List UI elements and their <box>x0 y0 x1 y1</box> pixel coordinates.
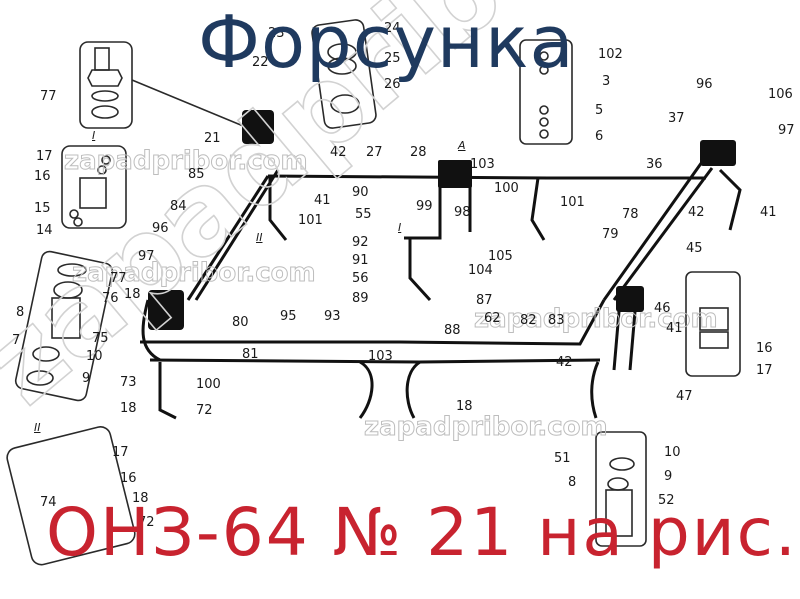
callout-number: 42 <box>330 145 347 160</box>
callout-number: 62 <box>484 311 501 326</box>
callout-number: 41 <box>666 321 683 336</box>
callout-number: 77 <box>110 271 127 286</box>
callout-number: 5 <box>595 103 604 118</box>
callout-number: 100 <box>196 377 221 392</box>
callout-number: 28 <box>410 145 427 160</box>
view-mark: II <box>34 421 41 434</box>
callout-number: 47 <box>676 389 693 404</box>
callout-number: 25 <box>384 51 401 66</box>
callout-number: 37 <box>668 111 685 126</box>
view-mark: I <box>92 129 96 142</box>
view-mark: A <box>458 139 466 152</box>
callout-number: 95 <box>280 309 297 324</box>
callout-number: 77 <box>40 89 57 104</box>
callout-number: 93 <box>324 309 341 324</box>
callout-number: 90 <box>352 185 369 200</box>
callout-number: 22 <box>252 55 269 70</box>
callout-number: 16 <box>756 341 773 356</box>
callout-number: 36 <box>646 157 663 172</box>
callout-number: 10 <box>86 349 103 364</box>
callout-number: 84 <box>170 199 187 214</box>
callout-number: 97 <box>778 123 795 138</box>
callout-number: 16 <box>34 169 51 184</box>
view-mark: II <box>256 231 263 244</box>
callout-number: 106 <box>768 87 793 102</box>
callout-number: 15 <box>34 201 51 216</box>
callout-number: 14 <box>36 223 53 238</box>
title-part-reference: ОНЗ-64 № 21 на рис. <box>46 494 798 571</box>
callout-number: 72 <box>138 515 155 530</box>
callout-number: 105 <box>488 249 513 264</box>
callout-number: 17 <box>112 445 129 460</box>
callout-number: 24 <box>384 21 401 36</box>
callout-number: 51 <box>554 451 571 466</box>
callout-number: 89 <box>352 291 369 306</box>
callout-number: 18 <box>132 491 149 506</box>
callout-number: 8 <box>568 475 577 490</box>
callout-number: 85 <box>188 167 205 182</box>
callout-number: 56 <box>352 271 369 286</box>
callout-number: 103 <box>368 349 393 364</box>
callout-number: 81 <box>242 347 259 362</box>
callout-number: 101 <box>560 195 585 210</box>
callout-number: 104 <box>468 263 493 278</box>
callout-number: 3 <box>602 74 611 89</box>
callout-number: 83 <box>548 313 565 328</box>
callout-number: 55 <box>355 207 372 222</box>
callout-number: 6 <box>595 129 604 144</box>
callout-number: 18 <box>120 401 137 416</box>
callout-number: 42 <box>688 205 705 220</box>
callout-number: 82 <box>520 313 537 328</box>
callout-number: 97 <box>138 249 155 264</box>
callout-number: 27 <box>366 145 383 160</box>
title-part-name: Форсунка <box>198 0 575 84</box>
callout-number: 79 <box>602 227 619 242</box>
callout-number: 92 <box>352 235 369 250</box>
callout-number: 9 <box>82 371 91 386</box>
callout-number: 96 <box>152 221 169 236</box>
callout-number: 41 <box>760 205 777 220</box>
callout-number: 78 <box>622 207 639 222</box>
callout-number: 23 <box>268 26 285 41</box>
callout-number: 7 <box>12 333 21 348</box>
callout-number: 103 <box>470 157 495 172</box>
callout-number: 45 <box>686 241 703 256</box>
callout-number: 75 <box>92 331 109 346</box>
callout-number: 88 <box>444 323 461 338</box>
callout-number: 76 <box>102 291 119 306</box>
callout-number: 74 <box>40 495 57 510</box>
callout-number: 10 <box>664 445 681 460</box>
view-mark: I <box>398 221 402 234</box>
callout-number: 26 <box>384 77 401 92</box>
callout-number: 99 <box>416 199 433 214</box>
callout-number: 101 <box>298 213 323 228</box>
callout-number: 41 <box>314 193 331 208</box>
callout-number: 80 <box>232 315 249 330</box>
callout-number: 73 <box>120 375 137 390</box>
callout-number: 9 <box>664 469 673 484</box>
callout-number: 96 <box>696 77 713 92</box>
callout-number: 102 <box>598 47 623 62</box>
callout-number: 16 <box>120 471 137 486</box>
callout-number: 21 <box>204 131 221 146</box>
callout-number: 18 <box>124 287 141 302</box>
callout-number: 18 <box>456 399 473 414</box>
callout-number: 17 <box>36 149 53 164</box>
callout-number: 8 <box>16 305 25 320</box>
callout-number: 91 <box>352 253 369 268</box>
callout-number: 46 <box>654 301 671 316</box>
callout-number: 87 <box>476 293 493 308</box>
callout-number: 100 <box>494 181 519 196</box>
callout-number: 52 <box>658 493 675 508</box>
callout-number: 72 <box>196 403 213 418</box>
callout-number: 98 <box>454 205 471 220</box>
callout-number: 17 <box>756 363 773 378</box>
callout-number: 42 <box>556 355 573 370</box>
